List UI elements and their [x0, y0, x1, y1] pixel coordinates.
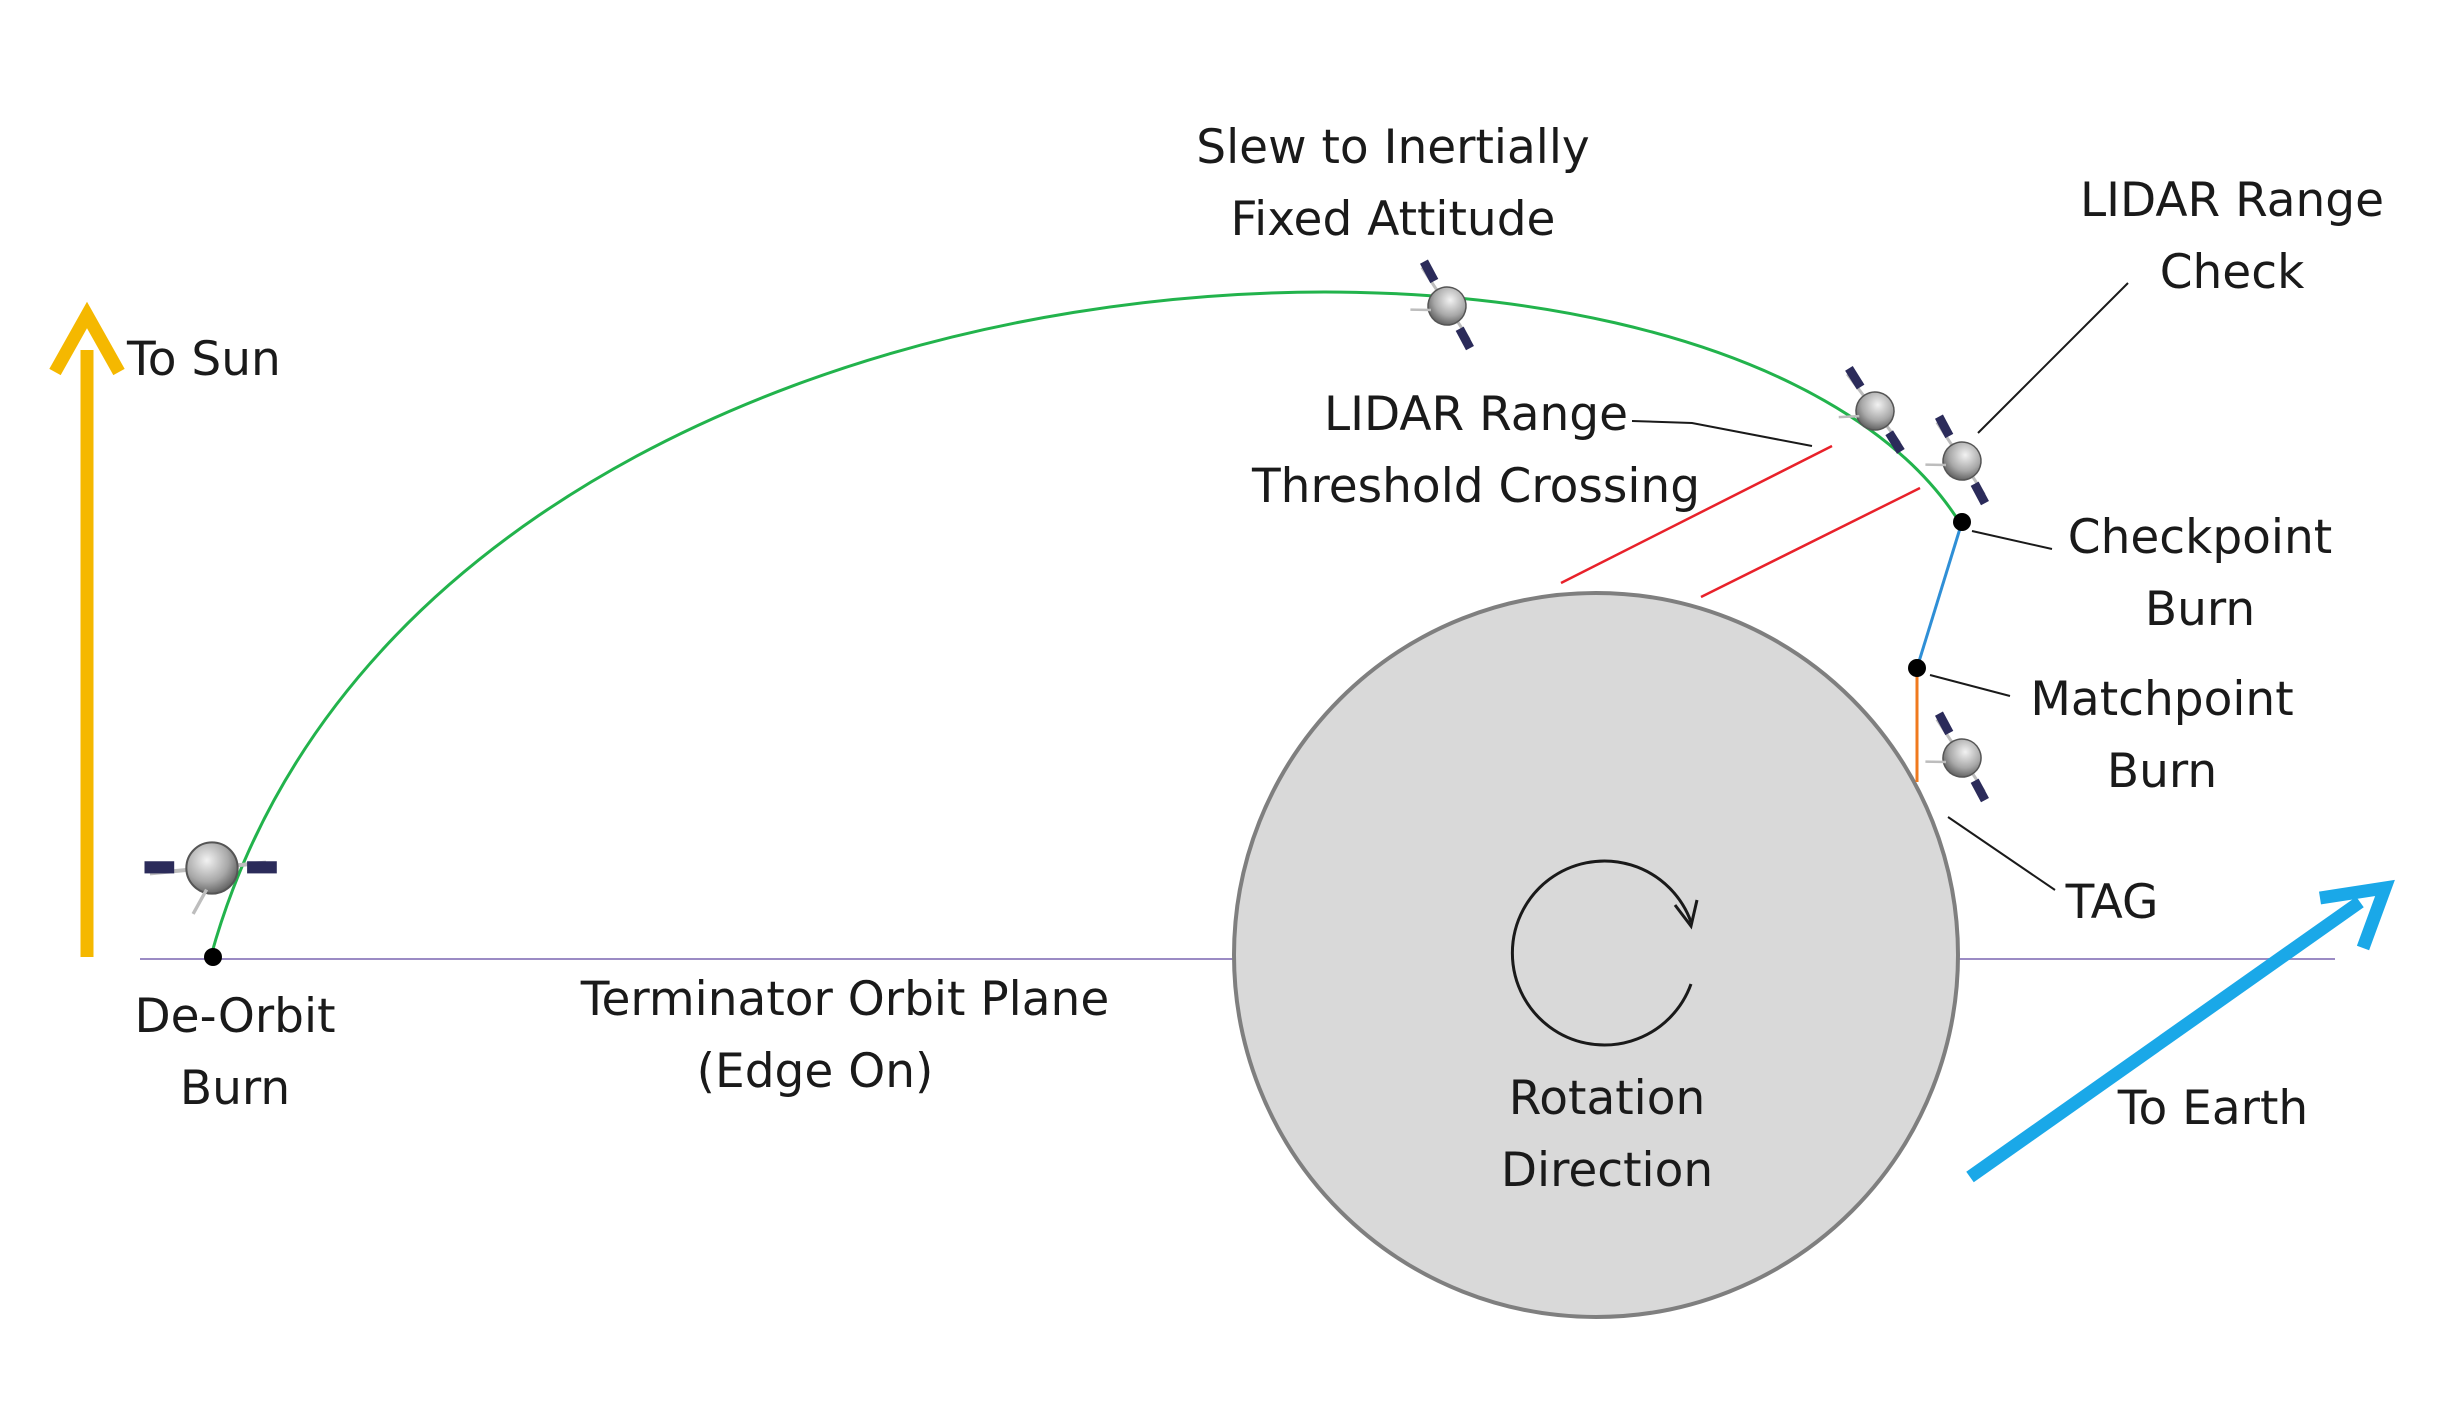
lidar-beam-threshold	[1560, 444, 1833, 585]
spacecraft-slew-icon	[1392, 251, 1488, 366]
checkpoint-label-line1: Checkpoint	[2068, 510, 2332, 565]
lidar-check-leader	[1977, 282, 2129, 434]
matchpoint-leader	[1929, 674, 2011, 697]
to-sun-label: To Sun	[126, 332, 281, 387]
matchpoint-label-line2: Burn	[2107, 744, 2217, 799]
to-earth-arrowhead-icon	[2319, 879, 2395, 951]
descent-trajectory	[209, 290, 1962, 957]
deorbit-label-line1: De-Orbit	[134, 989, 335, 1044]
spacecraft-lidar-threshold-icon	[1818, 357, 1919, 472]
to-earth-label: To Earth	[2117, 1081, 2308, 1136]
lidar-threshold-leader	[1631, 420, 1813, 447]
deorbit-burn-dot	[204, 948, 222, 966]
checkpoint-leader	[1971, 530, 2053, 550]
checkpoint-label-line2: Burn	[2145, 582, 2255, 637]
lidar-check-label-line2: Check	[2160, 245, 2305, 300]
spacecraft-deorbit-icon	[145, 842, 277, 914]
matchpoint-burn-dot	[1908, 659, 1926, 677]
lidar-threshold-label-line2: Threshold Crossing	[1251, 459, 1700, 514]
rotation-arrow	[1510, 859, 1693, 1047]
checkpoint-segment	[1915, 521, 1964, 669]
to-earth-arrow	[1966, 896, 2364, 1183]
rotation-arrowhead-icon	[1673, 899, 1699, 930]
matchpoint-label-line1: Matchpoint	[2030, 672, 2293, 727]
rotation-label-line1: Rotation	[1509, 1071, 1706, 1126]
lidar-check-label-line1: LIDAR Range	[2080, 173, 2384, 228]
tag-leader	[1947, 816, 2056, 891]
lidar-threshold-label-line1: LIDAR Range	[1324, 387, 1628, 442]
asteroid-body	[1232, 591, 1960, 1319]
rotation-label-line2: Direction	[1501, 1143, 1713, 1198]
slew-label-line1: Slew to Inertially	[1196, 120, 1589, 175]
to-sun-arrowhead-icon	[49, 301, 125, 376]
orbit-plane-label-line1: Terminator Orbit Plane	[580, 972, 1110, 1027]
deorbit-label-line2: Burn	[180, 1061, 290, 1116]
slew-label-line2: Fixed Attitude	[1231, 192, 1556, 247]
tag-label: TAG	[2065, 875, 2159, 930]
checkpoint-burn-dot	[1953, 513, 1971, 531]
lidar-beam-check	[1700, 486, 1921, 599]
orbit-plane-label-line2: (Edge On)	[697, 1044, 934, 1099]
